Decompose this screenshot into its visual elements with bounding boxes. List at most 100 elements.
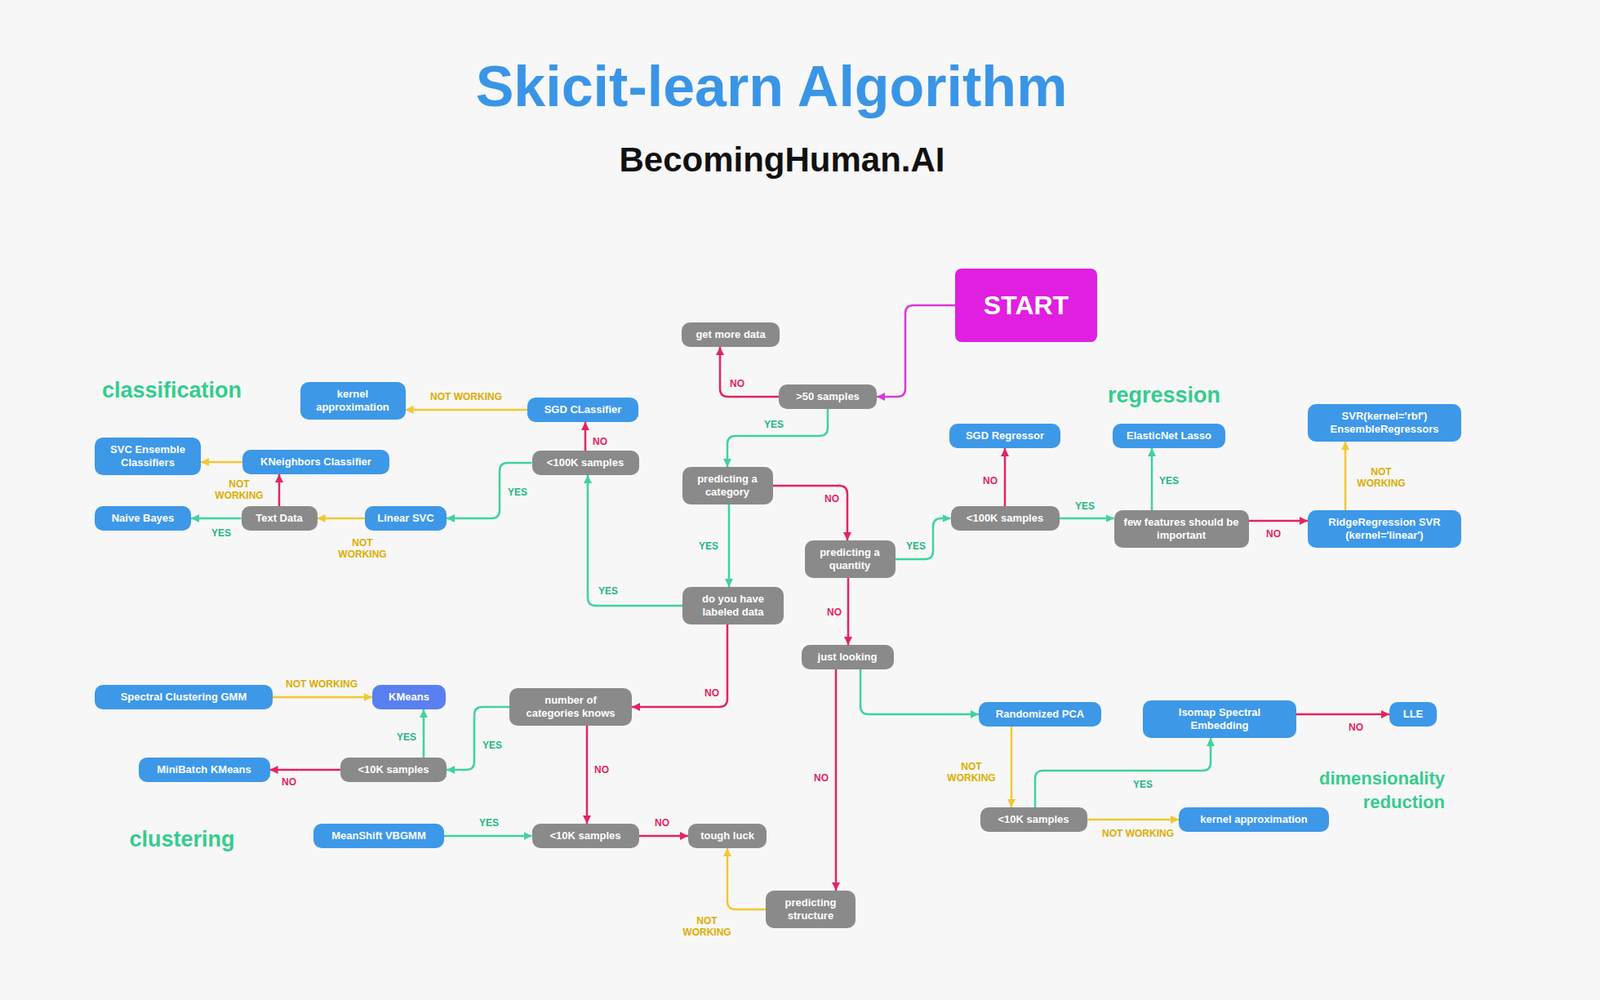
edge-label: YES <box>211 527 232 539</box>
connector <box>405 408 529 412</box>
edge-label: NOT WORKING <box>1102 827 1174 840</box>
region-heading: classification <box>102 376 242 405</box>
connector <box>727 848 766 910</box>
node-label: <100K samples <box>540 456 632 470</box>
connector <box>773 485 849 541</box>
decision-box: <10K samples <box>340 757 447 783</box>
edge-label: NOT WORKING <box>285 678 358 690</box>
node-label: SVR(kernel='rbf') EnsembleRegressors <box>1315 409 1454 436</box>
connector <box>444 835 533 838</box>
connector <box>446 706 510 770</box>
connector <box>1296 713 1390 716</box>
algorithm-box: ElasticNet Lasso <box>1112 423 1226 449</box>
panel-fill <box>921 657 1493 876</box>
algorithm-box: Spectral Clustering GMM <box>94 684 273 710</box>
node-label: do you have labeled data <box>690 592 776 619</box>
edge-label: NO <box>813 772 829 784</box>
node-label: predicting a category <box>690 472 765 499</box>
connector <box>728 504 731 587</box>
edge-label: NOT WORKING <box>945 760 998 784</box>
connector <box>876 305 956 397</box>
edge-label: NO <box>824 493 840 505</box>
decision-box: <100K samples <box>951 506 1060 531</box>
illustration-shape <box>643 18 680 55</box>
algorithm-box: Linear SVC <box>364 506 447 531</box>
connector <box>895 518 952 560</box>
connector <box>446 462 533 519</box>
edge-label: YES <box>1159 475 1179 487</box>
illustration-shape <box>341 59 378 96</box>
edge-label: NO <box>729 377 745 390</box>
decision-box: few features should be important <box>1114 510 1249 548</box>
connector <box>270 768 342 772</box>
node-label: <100K samples <box>959 511 1052 525</box>
algorithm-box: LLE <box>1389 702 1437 727</box>
edge-label: YES <box>507 486 528 498</box>
decision-box: just looking <box>801 644 894 670</box>
node-label: SGD CLassifier <box>535 403 631 417</box>
edge-label: YES <box>906 540 926 552</box>
node-label: SGD Regressor <box>957 429 1053 443</box>
algorithm-box: Randomized PCA <box>978 702 1102 727</box>
node-label: kernel approximation <box>308 387 398 414</box>
node-label: predicting a quantity <box>813 546 888 573</box>
connector <box>1344 441 1347 511</box>
region-panel: dimensionality reductionRandomized PCAIs… <box>921 657 1493 876</box>
edge-label: NO <box>654 817 670 829</box>
illustration-shape <box>314 97 372 262</box>
node-label: just looking <box>809 650 886 664</box>
connector <box>278 474 281 507</box>
node-label: number of categories knows <box>517 693 624 720</box>
node-label: <10K samples <box>348 763 439 777</box>
illustration-shape <box>1535 426 1552 1000</box>
region-panel: classification kernel approximationSGD CL… <box>73 334 669 569</box>
decision-box: do you have labeled data <box>682 586 784 625</box>
diagram-title: Skicit-learn Algorithm <box>466 52 1078 121</box>
edge-label: YES <box>482 739 503 752</box>
node-label: Linear SVC <box>373 511 439 525</box>
connector <box>1151 448 1154 511</box>
node-label: ElasticNet Lasso <box>1120 429 1218 443</box>
illustration-shape <box>987 122 1045 172</box>
node-label: <10K samples <box>540 829 632 843</box>
node-label: <10K samples <box>988 813 1080 827</box>
connector <box>720 346 779 397</box>
node-label: Naive Bayes <box>102 511 183 525</box>
connector <box>200 461 243 464</box>
algorithm-box: kernel approximation <box>1178 807 1329 832</box>
region-panel: regressionSVR(kernel='rbf') EnsembleRegr… <box>921 365 1493 569</box>
edge-label: YES <box>1133 778 1153 791</box>
node-label: MeanShift VBGMM <box>321 829 436 843</box>
connector <box>860 669 979 715</box>
algorithm-box: KNeighbors Classifier <box>242 449 390 475</box>
node-label: Isomap Spectral Embedding <box>1151 706 1289 733</box>
decision-box: Text Data <box>241 506 318 531</box>
connector <box>1059 517 1115 520</box>
region-heading: regression <box>1107 381 1221 410</box>
algorithm-box: SVC Ensemble Classifiers <box>94 437 201 476</box>
decision-box: >50 samples <box>778 384 877 409</box>
node-label: KNeighbors Classifier <box>250 455 382 469</box>
diagram-caption: BecomingHuman.AI <box>610 139 953 181</box>
connector <box>847 577 850 645</box>
start-box: START <box>955 268 1098 343</box>
connector <box>1035 737 1211 808</box>
node-label: LLE <box>1397 707 1429 721</box>
connector <box>272 696 373 699</box>
node-label: Text Data <box>249 511 310 525</box>
node-label: tough luck <box>696 829 759 843</box>
illustration-shape <box>1110 57 1176 270</box>
algorithm-box: SVR(kernel='rbf') EnsembleRegressors <box>1307 404 1462 442</box>
edge-label: YES <box>598 585 618 597</box>
connector <box>639 835 689 838</box>
edge-label: NOT WORKING <box>213 478 266 502</box>
node-label: >50 samples <box>786 390 869 404</box>
edge-label: YES <box>479 817 499 829</box>
node-label: few features should be important <box>1122 515 1241 543</box>
node-label: SVC Ensemble Classifiers <box>102 443 193 470</box>
decision-box: <100K samples <box>532 450 640 476</box>
node-label: RidgeRegression SVR (kernel='linear') <box>1315 515 1454 543</box>
connector <box>317 517 366 520</box>
node-label: kernel approximation <box>1186 813 1321 827</box>
